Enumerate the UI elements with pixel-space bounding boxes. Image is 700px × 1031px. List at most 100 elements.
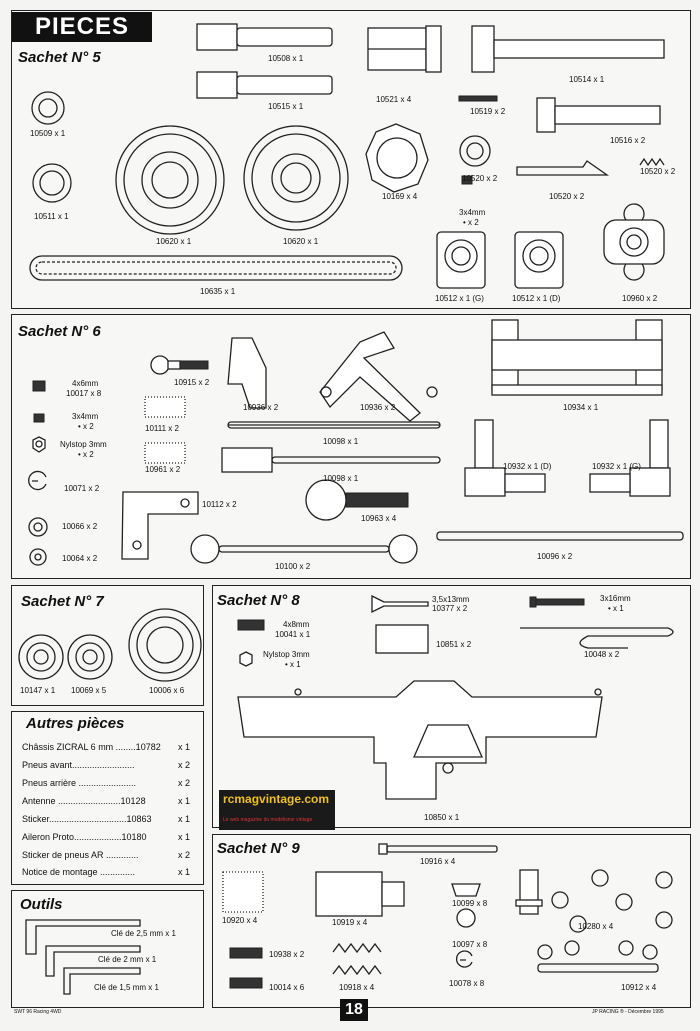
part-label: 10098 x 1 xyxy=(323,474,359,483)
part-label: 10516 x 2 xyxy=(610,136,646,145)
part-label: 10515 x 1 xyxy=(268,102,304,111)
part-label: 10936 x 2 xyxy=(360,403,396,412)
part-label: 10912 x 4 xyxy=(621,983,657,992)
watermark-url: rcmagvintage.com xyxy=(223,792,330,806)
part-label: 3x4mm xyxy=(72,412,99,421)
part-label: 10519 x 2 xyxy=(470,107,506,116)
other-part-qty: x 1 xyxy=(177,796,190,806)
other-part-qty: x 1 xyxy=(177,832,190,842)
part-label: 10097 x 8 xyxy=(452,940,488,949)
other-part-qty: x 1 xyxy=(177,867,190,877)
other-part-row: Aileron Proto...................10180 x 1 xyxy=(22,832,190,842)
other-part-row: Sticker...............................10… xyxy=(22,814,190,824)
sachet-7-heading: Sachet N° 7 xyxy=(21,593,104,610)
sachet-9-parts-drawing xyxy=(222,843,673,989)
part-label: 10017 x 8 xyxy=(66,389,102,398)
part-label: 10014 x 6 xyxy=(269,983,305,992)
sachet-7-parts-drawing xyxy=(18,608,202,682)
part-label: 10919 x 4 xyxy=(332,918,368,927)
other-part-row: Pneus arrière .......................x 2 xyxy=(22,778,190,788)
part-label: 10960 x 2 xyxy=(622,294,658,303)
other-part-qty: x 1 xyxy=(177,742,190,752)
sachet-9-heading: Sachet N° 9 xyxy=(217,840,300,857)
part-label: 3,5x13mm xyxy=(432,595,470,604)
part-label: 10635 x 1 xyxy=(200,287,236,296)
part-label: 10620 x 1 xyxy=(283,237,319,246)
other-parts-panel xyxy=(11,711,204,885)
tool-label: Clé de 1,5 mm x 1 xyxy=(94,983,159,992)
part-label: 10932 x 1 (D) xyxy=(503,462,552,471)
other-part-qty: x 2 xyxy=(177,760,190,770)
footer-left: SWT 96 Racing 4WD xyxy=(14,1009,62,1015)
part-label: 10520 x 2 xyxy=(549,192,585,201)
sachet-5-panel xyxy=(11,10,691,309)
part-label: 10048 x 2 xyxy=(584,650,620,659)
other-part-name: Pneus avant......................... xyxy=(22,760,135,770)
other-part-row: Sticker de pneus AR .............x 2 xyxy=(22,850,190,860)
part-label: • x 1 xyxy=(608,604,624,613)
part-label: 10112 x 2 xyxy=(202,500,237,509)
part-label: 10066 x 2 xyxy=(62,522,98,531)
part-label: 3x4mm xyxy=(459,208,486,217)
page-number: 18 xyxy=(340,999,368,1021)
part-label: 10918 x 4 xyxy=(339,983,375,992)
part-label: • x 1 xyxy=(285,660,301,669)
part-label: 4x6mm xyxy=(72,379,99,388)
tools-heading: Outils xyxy=(20,896,63,913)
part-label: 10620 x 1 xyxy=(156,237,192,246)
sachet-8-heading: Sachet N° 8 xyxy=(217,592,300,609)
part-label: 10916 x 4 xyxy=(420,857,456,866)
sachet-6-heading: Sachet N° 6 xyxy=(18,323,101,340)
tools-panel xyxy=(11,890,204,1008)
other-part-name: Aileron Proto...................10180 xyxy=(22,832,147,842)
part-label: 10169 x 4 xyxy=(382,192,418,201)
part-label: 10098 x 1 xyxy=(323,437,359,446)
part-label: 10932 x 1 (G) xyxy=(592,462,641,471)
part-label: 10850 x 1 xyxy=(424,813,460,822)
other-part-row: Pneus avant......................... x 2 xyxy=(22,760,190,770)
part-label: • x 2 xyxy=(78,450,94,459)
part-label: 10041 x 1 xyxy=(275,630,311,639)
other-part-name: Notice de montage .............. xyxy=(22,867,136,877)
part-label: • x 2 xyxy=(78,422,94,431)
part-label: 10511 x 1 xyxy=(34,212,69,221)
other-part-row: Notice de montage .............. x 1 xyxy=(22,867,190,877)
part-label: 10915 x 2 xyxy=(174,378,210,387)
other-part-row: Châssis ZICRAL 6 mm ........10782 x 1 xyxy=(22,742,190,752)
part-label: 10512 x 1 (G) xyxy=(435,294,484,303)
part-label: 10934 x 1 xyxy=(563,403,599,412)
part-label: 10936 x 2 xyxy=(243,403,279,412)
other-part-qty: x 2 xyxy=(177,778,190,788)
other-part-name: Sticker de pneus AR ............. xyxy=(22,850,139,860)
part-label: 10099 x 8 xyxy=(452,899,488,908)
sachet-5-parts-drawing xyxy=(29,23,665,289)
footer-right: JP RACING ® - Décembre 1995 xyxy=(592,1009,664,1015)
other-part-name: Sticker...............................10… xyxy=(22,814,152,824)
tool-label: Clé de 2,5 mm x 1 xyxy=(111,929,176,938)
tool-label: Clé de 2 mm x 1 xyxy=(98,955,157,964)
part-label: 3x16mm xyxy=(600,594,631,603)
part-label: 10064 x 2 xyxy=(62,554,98,563)
hex-keys-drawing xyxy=(25,919,141,995)
sachet-6-parts-drawing xyxy=(28,319,684,566)
part-label: • x 2 xyxy=(463,218,479,227)
part-label: 10851 x 2 xyxy=(436,640,472,649)
part-label: 10508 x 1 xyxy=(268,54,304,63)
part-label: 10961 x 2 xyxy=(145,465,181,474)
part-label: 10521 x 4 xyxy=(376,95,412,104)
part-label: 10096 x 2 xyxy=(537,552,573,561)
watermark-tagline: Le web magazine du modélisme vintage xyxy=(223,817,313,823)
part-label: 10280 x 4 xyxy=(578,922,614,931)
page-title: PIECES xyxy=(12,12,152,42)
part-label: 10512 x 1 (D) xyxy=(512,294,561,303)
part-label: 10509 x 1 xyxy=(30,129,66,138)
part-label: 4x8mm xyxy=(283,620,310,629)
part-label: 10920 x 4 xyxy=(222,916,258,925)
part-label: 10078 x 8 xyxy=(449,979,485,988)
other-part-qty: x 1 xyxy=(177,814,190,824)
other-part-name: Châssis ZICRAL 6 mm ........10782 xyxy=(22,742,161,752)
part-label: 10100 x 2 xyxy=(275,562,311,571)
part-label: 10963 x 4 xyxy=(361,514,397,523)
part-label: 10938 x 2 xyxy=(269,950,305,959)
